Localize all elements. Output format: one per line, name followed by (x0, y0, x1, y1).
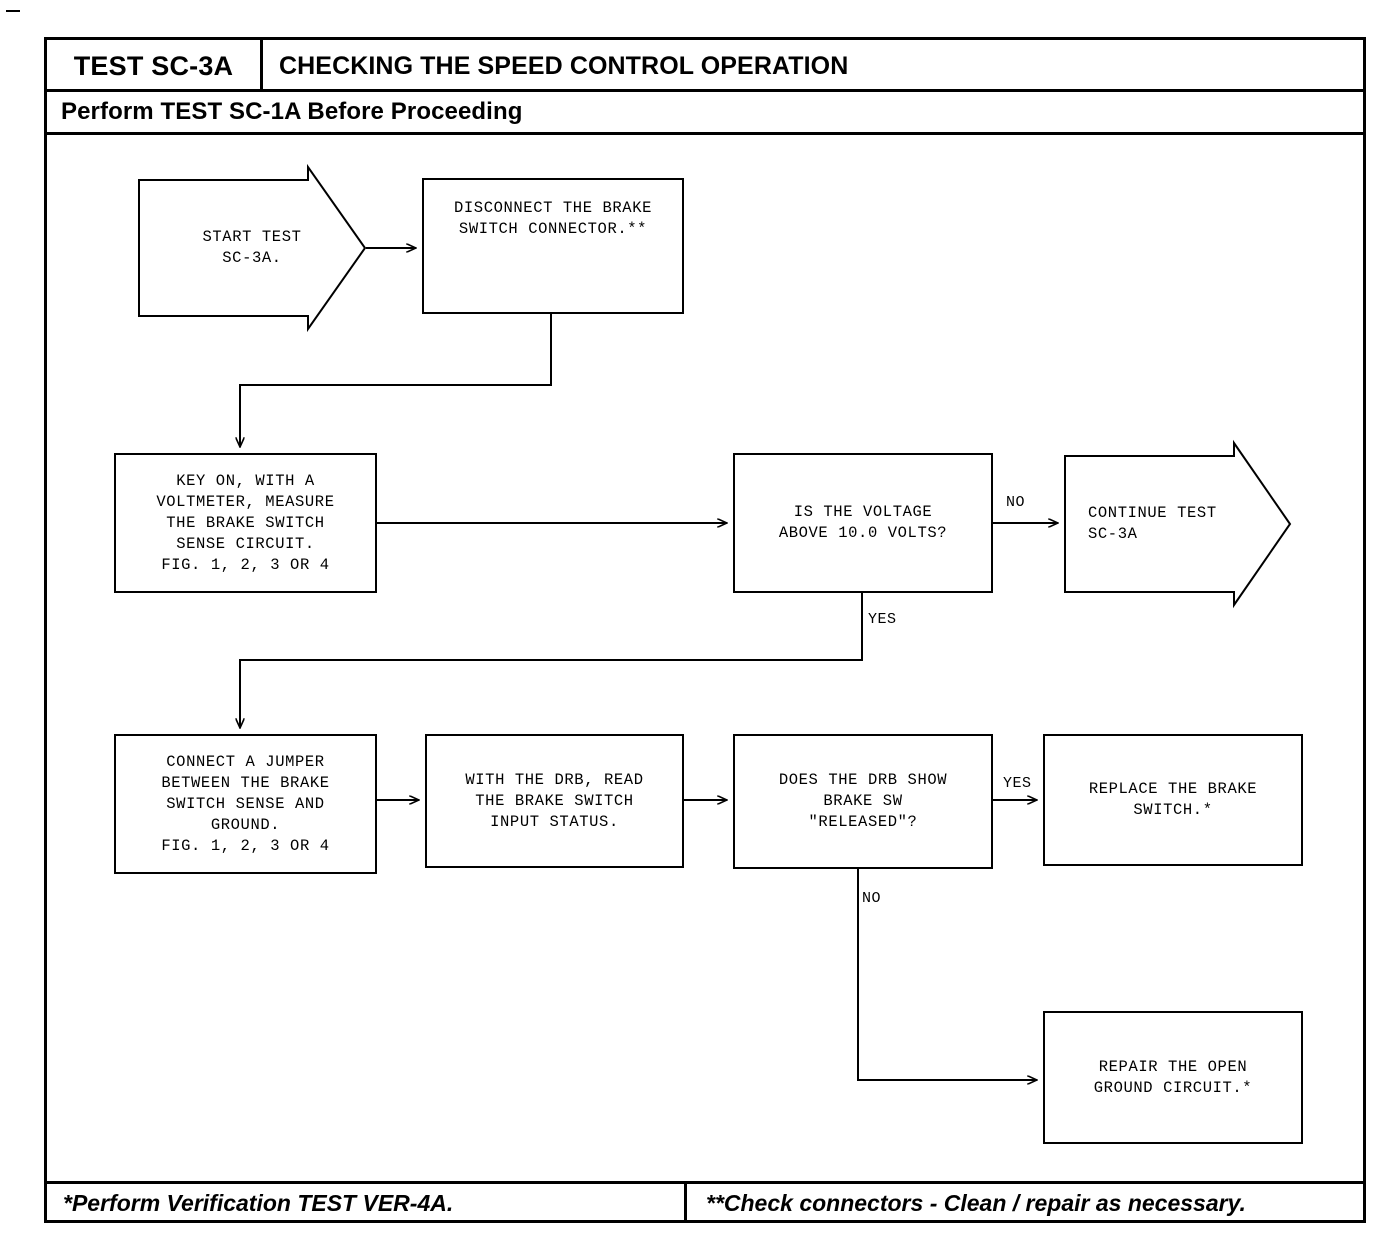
replace-switch-line1: REPLACE THE BRAKE (1088, 780, 1258, 798)
edge-label-voltage-no: NO (1006, 494, 1026, 511)
header-row-primary: TEST SC-3A CHECKING THE SPEED CONTROL OP… (47, 40, 1363, 92)
start-test-line1: START TEST (202, 228, 302, 246)
repair-ground-line2: GROUND CIRCUIT.* (1093, 1078, 1253, 1097)
start-arrow-shape (138, 163, 367, 333)
start-test-label: START TEST SC-3A. (138, 166, 424, 330)
disconnect-line1: DISCONNECT THE BRAKE (453, 199, 653, 217)
key-on-line3: THE BRAKE SWITCH (166, 513, 325, 532)
node-key-on-measure: KEY ON, WITH A VOLTMETER, MEASURE THE BR… (114, 453, 377, 593)
jumper-line1: CONNECT A JUMPER (166, 752, 325, 771)
edge-label-voltage-yes: YES (868, 611, 897, 628)
start-test-line2: SC-3A. (222, 249, 282, 267)
header-row-secondary: Perform TEST SC-1A Before Proceeding (47, 92, 1363, 135)
voltage-question-line1: IS THE VOLTAGE (793, 503, 933, 521)
edge-label-drb-yes: YES (1003, 775, 1032, 792)
page-title: CHECKING THE SPEED CONTROL OPERATION (279, 51, 849, 80)
drb-question-line1: DOES THE DRB SHOW (778, 771, 948, 789)
read-drb-line2: THE BRAKE SWITCH (475, 791, 634, 810)
jumper-line3: SWITCH SENSE AND (166, 794, 325, 813)
scan-artifact-tick (6, 10, 20, 12)
test-title-cell: CHECKING THE SPEED CONTROL OPERATION (279, 40, 848, 92)
test-code-label: TEST SC-3A (73, 50, 234, 81)
edge-label-drb-no: NO (862, 890, 882, 907)
footer-note-left-cell: *Perform Verification TEST VER-4A. (47, 1184, 687, 1223)
footer-note-right-cell: **Check connectors - Clean / repair as n… (690, 1184, 1246, 1223)
key-on-line2: VOLTMETER, MEASURE (156, 492, 335, 511)
node-connect-jumper: CONNECT A JUMPER BETWEEN THE BRAKE SWITC… (114, 734, 377, 874)
continue-test-line1: CONTINUE TEST (1088, 504, 1217, 522)
read-drb-line1: WITH THE DRB, READ (465, 770, 644, 789)
node-replace-brake-switch: REPLACE THE BRAKE SWITCH.* (1043, 734, 1303, 866)
key-on-line5: FIG. 1, 2, 3 OR 4 (161, 555, 330, 574)
node-disconnect-brake-switch: DISCONNECT THE BRAKE SWITCH CONNECTOR.** (422, 178, 684, 314)
read-drb-line3: INPUT STATUS. (490, 812, 619, 831)
verification-note: *Perform Verification TEST VER-4A. (63, 1190, 454, 1216)
key-on-line4: SENSE CIRCUIT. (176, 534, 315, 553)
node-repair-open-ground: REPAIR THE OPEN GROUND CIRCUIT.* (1043, 1011, 1303, 1144)
disconnect-line2: SWITCH CONNECTOR.** (458, 220, 648, 238)
continue-test-line2: SC-3A (1088, 525, 1138, 543)
prerequisite-note: Perform TEST SC-1A Before Proceeding (61, 98, 523, 125)
drb-question-line2: BRAKE SW (823, 792, 903, 810)
continue-arrow-shape (1064, 439, 1292, 609)
jumper-line5: FIG. 1, 2, 3 OR 4 (161, 836, 330, 855)
connector-note: **Check connectors - Clean / repair as n… (706, 1190, 1246, 1216)
page-frame-border (44, 37, 1366, 1223)
replace-switch-line2: SWITCH.* (1133, 801, 1213, 819)
continue-test-label: CONTINUE TEST SC-3A (1064, 442, 1371, 606)
footer-notes-row: *Perform Verification TEST VER-4A. **Che… (47, 1181, 1363, 1223)
drb-question-line3: "RELEASED"? (808, 813, 918, 831)
node-continue-test: CONTINUE TEST SC-3A (1064, 439, 1292, 609)
key-on-line1: KEY ON, WITH A (176, 471, 315, 490)
node-drb-released-question: DOES THE DRB SHOW BRAKE SW "RELEASED"? (733, 734, 993, 869)
voltage-question-line2: ABOVE 10.0 VOLTS? (778, 524, 948, 542)
node-voltage-question: IS THE VOLTAGE ABOVE 10.0 VOLTS? (733, 453, 993, 593)
node-read-drb-status: WITH THE DRB, READ THE BRAKE SWITCH INPU… (425, 734, 684, 868)
jumper-line2: BETWEEN THE BRAKE (161, 773, 330, 792)
test-code-cell: TEST SC-3A (47, 40, 263, 92)
jumper-line4: GROUND. (210, 815, 281, 834)
node-start-test: START TEST SC-3A. (138, 163, 367, 333)
repair-ground-line1: REPAIR THE OPEN (1098, 1057, 1248, 1076)
